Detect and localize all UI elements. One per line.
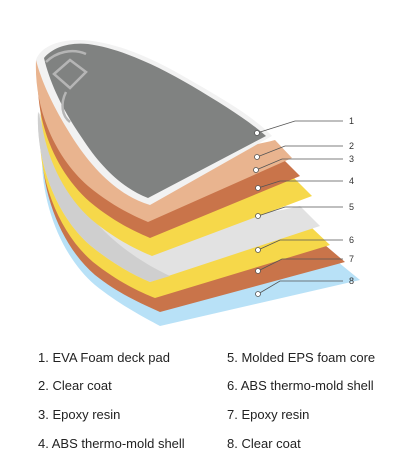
callout-number-4: 4	[349, 176, 354, 186]
dot-2	[254, 154, 260, 160]
layer-stack-svg: 1 2 3 4 5 6 7 8	[35, 40, 360, 326]
dot-4	[255, 185, 261, 191]
leader-6	[257, 239, 343, 251]
leader-1	[256, 120, 343, 134]
legend-item-4: 4. ABS thermo-mold shell	[38, 436, 185, 451]
callout-numbers: 1 2 3 4 5 6 7 8	[349, 116, 354, 286]
leader-3	[255, 158, 343, 171]
legend-item-8: 8. Clear coat	[227, 436, 301, 451]
callout-number-1: 1	[349, 116, 354, 126]
callout-leaders	[255, 120, 343, 295]
callout-number-2: 2	[349, 141, 354, 151]
legend-item-2: 2. Clear coat	[38, 378, 112, 393]
legend-item-5: 5. Molded EPS foam core	[227, 350, 376, 365]
leader-8	[257, 280, 343, 295]
legend-item-3: 3. Epoxy resin	[38, 407, 121, 422]
dot-1	[254, 130, 260, 136]
callout-number-5: 5	[349, 202, 354, 212]
callout-dots	[253, 130, 261, 297]
callout-number-8: 8	[349, 276, 354, 286]
dot-3	[253, 167, 259, 173]
callout-number-7: 7	[349, 254, 354, 264]
dot-8	[255, 291, 261, 297]
leader-2	[256, 145, 343, 158]
leader-5	[257, 206, 343, 217]
dot-5	[255, 213, 261, 219]
dot-7	[255, 268, 261, 274]
callout-number-3: 3	[349, 154, 354, 164]
layer-2-clear-coat	[35, 60, 292, 222]
dot-6	[255, 247, 261, 253]
leader-7	[257, 258, 343, 272]
callout-number-6: 6	[349, 235, 354, 245]
layer-legend: 1. EVA Foam deck pad 2. Clear coat 3. Ep…	[0, 340, 400, 474]
layer-1-eva-deck-pad	[44, 43, 266, 199]
legend-item-1: 1. EVA Foam deck pad	[38, 350, 170, 365]
deck-pad-logo	[45, 50, 88, 123]
leader-4	[257, 180, 343, 189]
layer-5-core-shading	[37, 112, 170, 282]
exploded-layer-illustration: 1 2 3 4 5 6 7 8	[35, 40, 360, 326]
legend-item-7: 7. Epoxy resin	[227, 407, 310, 422]
legend-item-6: 6. ABS thermo-mold shell	[227, 378, 374, 393]
